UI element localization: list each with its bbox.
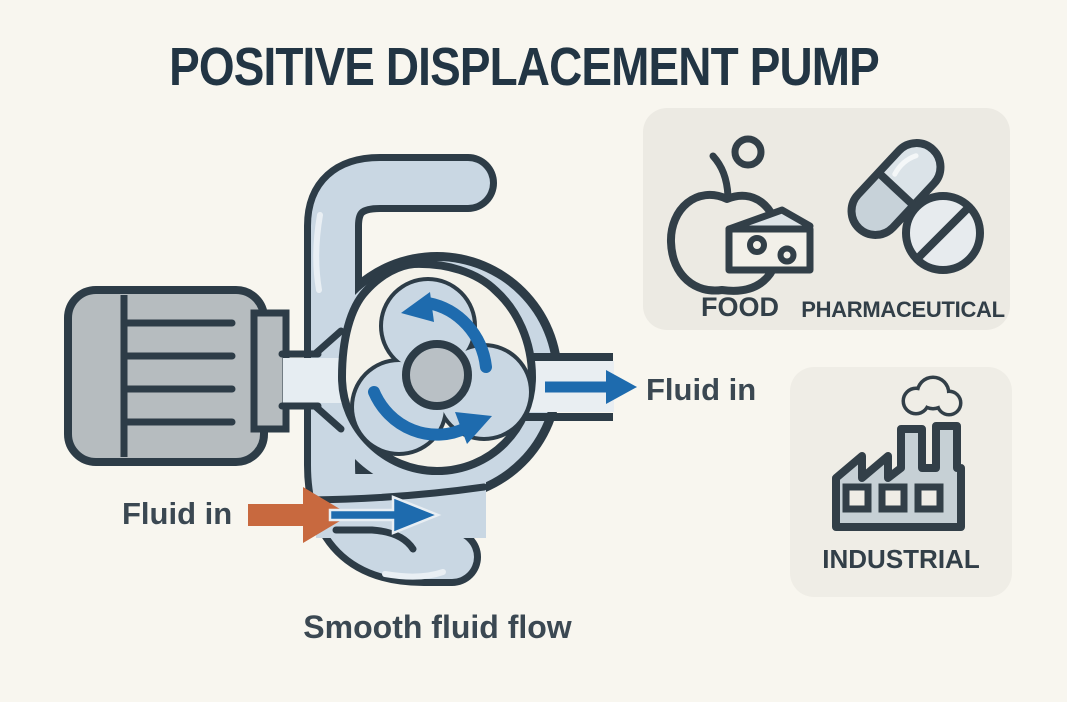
food-label: FOOD <box>701 292 779 322</box>
factory-windows <box>842 483 944 513</box>
smoke-icon <box>901 375 963 417</box>
industrial-label: INDUSTRIAL <box>822 544 980 574</box>
pharmaceutical-label: PHARMACEUTICAL <box>801 297 1005 322</box>
inlet-arrow-orange <box>248 487 350 543</box>
outlet-label: Fluid in <box>646 372 757 407</box>
food-pharma-icons <box>666 135 984 295</box>
industrial-icons <box>832 375 965 531</box>
rotation-arrow-upper <box>401 292 492 373</box>
motor-body <box>64 286 268 466</box>
motor-icon <box>64 286 290 466</box>
motor-fins <box>120 319 236 426</box>
inlet-arrow-blue <box>328 495 442 535</box>
page-title: POSITIVE DISPLACEMENT PUMP <box>169 37 880 97</box>
pipe-highlight <box>313 212 446 580</box>
rotation-arrow-lower <box>368 386 492 444</box>
factory-icon <box>832 375 965 531</box>
inlet-label: Fluid in <box>122 496 233 531</box>
pipe-fill <box>311 161 490 579</box>
tablet-icon <box>902 192 984 274</box>
application-card-food-pharma: FOOD PHARMACEUTICAL <box>643 108 1010 330</box>
caption-smooth-fluid-flow: Smooth fluid flow <box>303 609 572 645</box>
application-card-industrial: INDUSTRIAL <box>790 367 1012 597</box>
capsule-icon <box>847 139 945 239</box>
rotor-hub <box>402 340 472 410</box>
motor-coupling <box>250 309 290 433</box>
cheese-icon <box>725 206 814 274</box>
outlet-arrow-icon <box>545 370 637 404</box>
